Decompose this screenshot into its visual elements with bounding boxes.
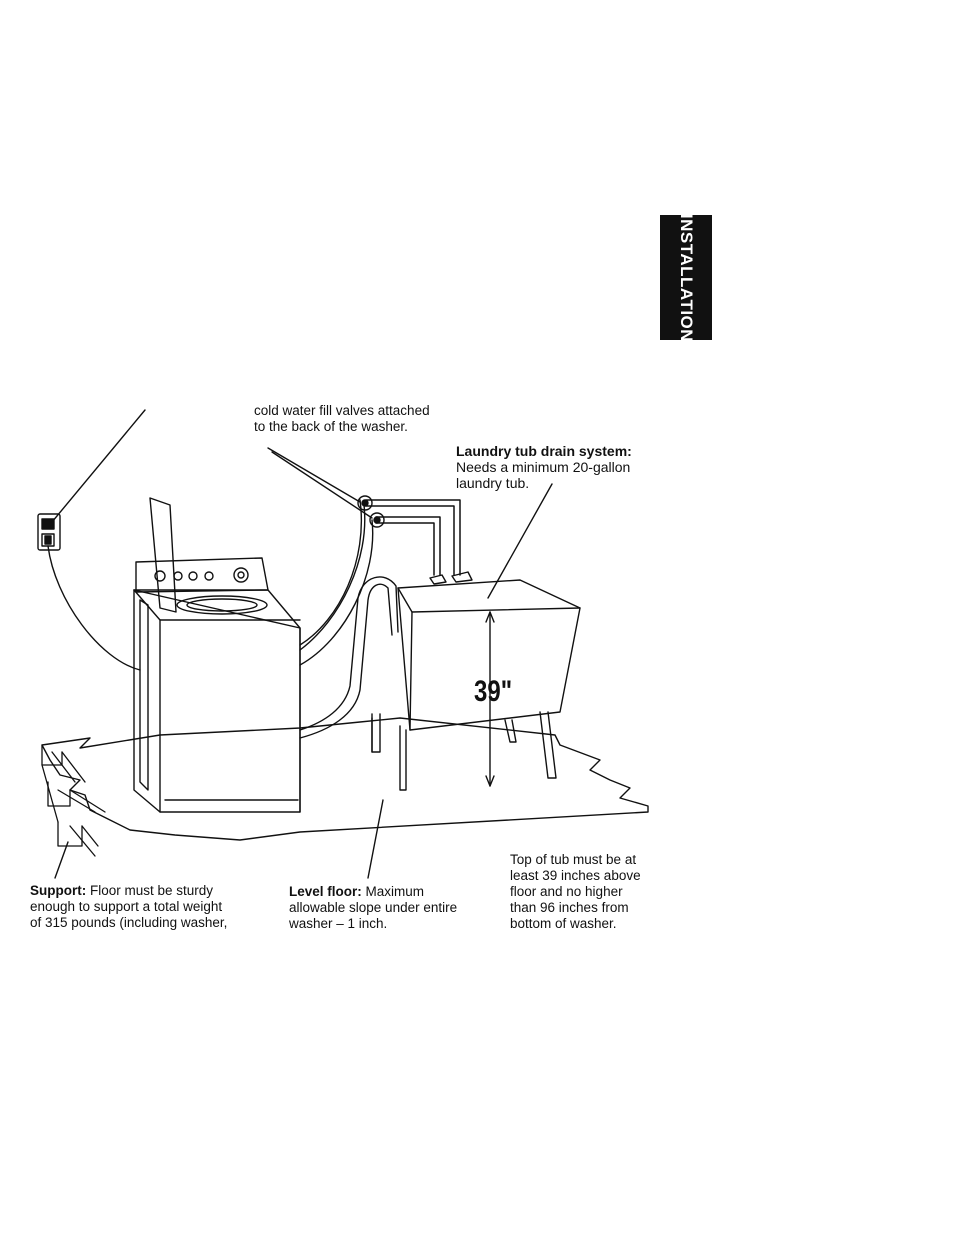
support-heading: Support: bbox=[30, 883, 87, 898]
floor-joists bbox=[41, 744, 106, 857]
fill-valves bbox=[357, 495, 385, 528]
tub-height-callout: Top of tub must be at least 39 inches ab… bbox=[510, 852, 641, 932]
leader-line-valves-a bbox=[267, 447, 361, 503]
drain-callout-line2: laundry tub. bbox=[456, 475, 530, 491]
floor-outline bbox=[41, 717, 649, 841]
drain-callout-heading: Laundry tub drain system: bbox=[456, 443, 632, 459]
leader-line-support bbox=[54, 841, 69, 879]
tub-height-line4: than 96 inches from bbox=[510, 900, 629, 915]
leader-line-level-floor bbox=[367, 799, 384, 879]
tub-height-line5: bottom of washer. bbox=[510, 916, 617, 931]
valves-callout: cold water fill valves attached to the b… bbox=[254, 403, 430, 435]
drain-callout: Laundry tub drain system: Needs a minimu… bbox=[456, 443, 632, 491]
valves-callout-line1: cold water fill valves attached bbox=[254, 403, 430, 418]
supply-pipes bbox=[365, 499, 461, 576]
height-dimension bbox=[485, 611, 495, 787]
support-line2: enough to support a total weight bbox=[30, 899, 223, 914]
support-line1: Floor must be sturdy bbox=[86, 883, 214, 898]
level-floor-callout: Level floor: Maximum allowable slope und… bbox=[289, 884, 457, 932]
valves-callout-line2: to the back of the washer. bbox=[254, 419, 408, 434]
tub-height-line1: Top of tub must be at bbox=[510, 852, 637, 867]
tub-height-line2: least 39 inches above bbox=[510, 868, 641, 883]
height-label: 39" bbox=[474, 675, 513, 708]
tub-height-line3: floor and no higher bbox=[510, 884, 623, 899]
water-hoses bbox=[299, 499, 374, 666]
support-callout: Support: Floor must be sturdy enough to … bbox=[30, 883, 227, 931]
level-floor-line3: washer – 1 inch. bbox=[289, 916, 388, 931]
level-floor-line2: allowable slope under entire bbox=[289, 900, 458, 915]
power-cord bbox=[47, 545, 141, 671]
section-tab: INSTALLATION bbox=[660, 213, 712, 342]
leader-line-outlet bbox=[51, 409, 146, 523]
level-floor-heading: Level floor: bbox=[289, 884, 362, 899]
level-floor-line1: Maximum bbox=[361, 884, 425, 899]
laundry-tub bbox=[371, 571, 581, 791]
drain-hose bbox=[299, 576, 399, 753]
wall-outlet bbox=[37, 513, 61, 551]
leader-line-tub bbox=[487, 483, 553, 599]
drain-callout-line1: Needs a minimum 20-gallon bbox=[456, 459, 631, 475]
support-line3: of 315 pounds (including washer, bbox=[30, 915, 228, 930]
washer bbox=[133, 497, 301, 813]
leader-line-valves-b bbox=[271, 451, 373, 519]
